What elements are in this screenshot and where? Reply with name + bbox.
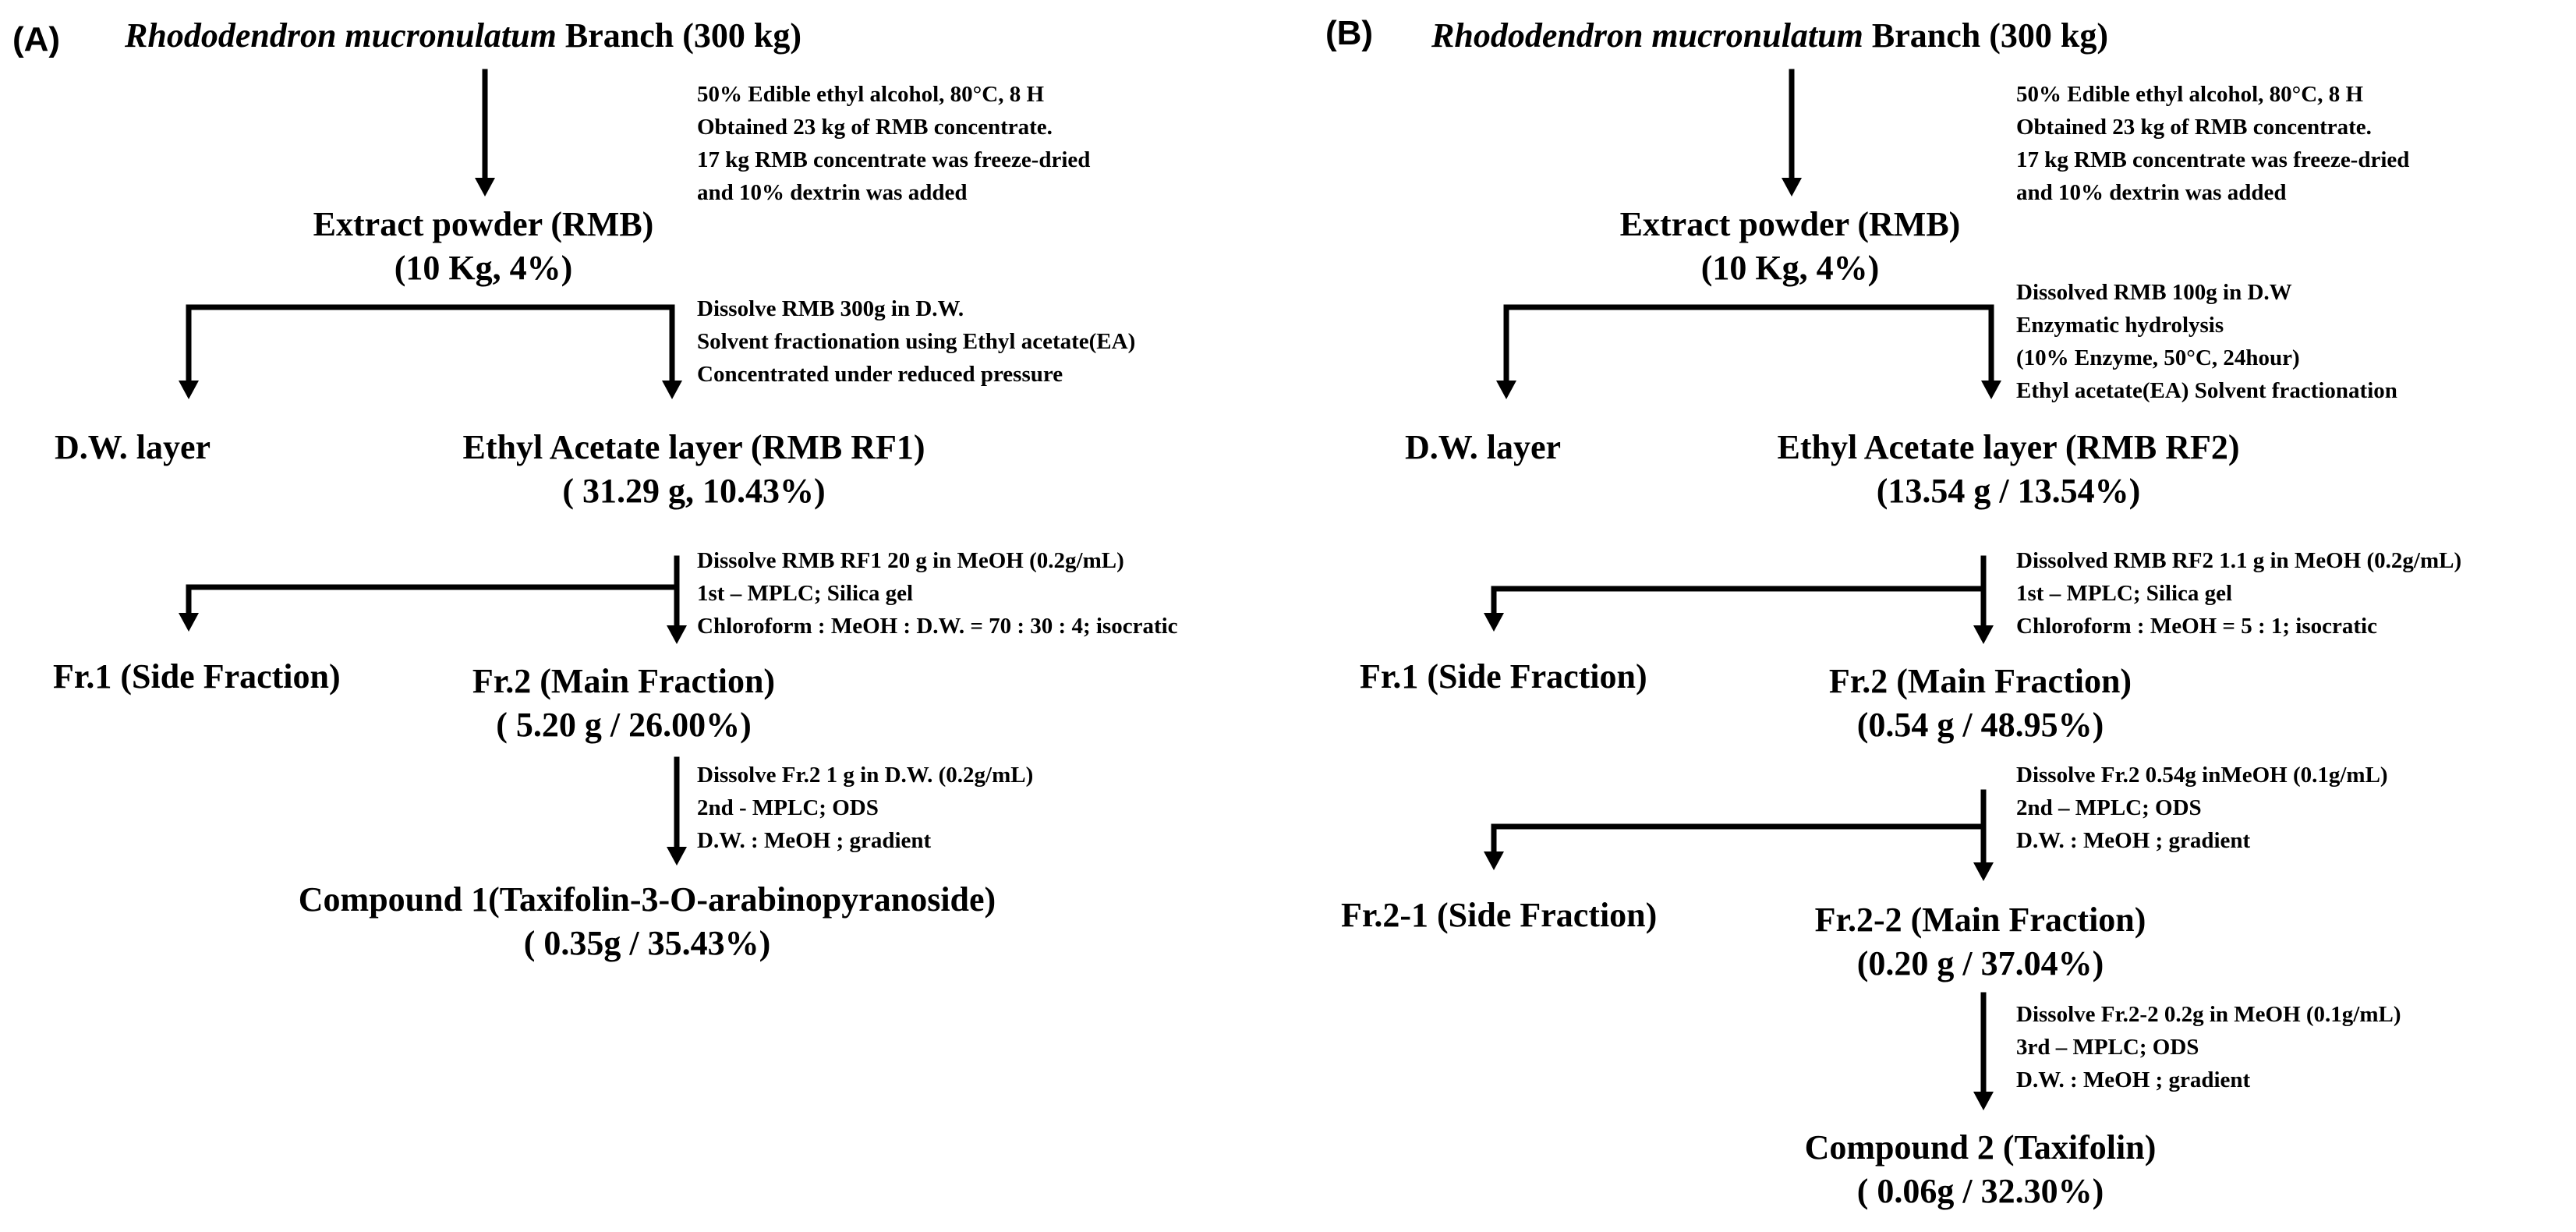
panel-b-ethyl-acetate-layer-node: Ethyl Acetate layer (RMB RF2) (13.54 g /… xyxy=(1736,426,2281,513)
node-name: Compound 1(Taxifolin-3-O-arabinopyranosi… xyxy=(298,880,996,919)
node-name: Fr.2-2 (Main Fraction) xyxy=(1814,901,2146,939)
panel-b-species: Rhododendron mucronulatum xyxy=(1431,16,1863,55)
panel-b-source-title: Rhododendron mucronulatum Branch (300 kg… xyxy=(1431,14,2108,58)
node-yield: (13.54 g / 13.54%) xyxy=(1876,472,2141,510)
b-arrow-branch-to-extract-head xyxy=(1782,178,1802,196)
panel-a-fr2-node: Fr.2 (Main Fraction) ( 5.20 g / 26.00%) xyxy=(437,660,811,747)
node-name: Ethyl Acetate layer (RMB RF1) xyxy=(462,428,925,466)
a-arrow-branch-to-extract-head xyxy=(475,178,495,196)
b-split3-right-head xyxy=(1973,862,1994,881)
panel-a-mplc1-notes: Dissolve RMB RF1 20 g in MeOH (0.2g/mL) … xyxy=(697,544,1178,643)
node-name: Fr.2 (Main Fraction) xyxy=(472,662,776,700)
note-line: 3rd – MPLC; ODS xyxy=(2016,1035,2199,1060)
note-line: 17 kg RMB concentrate was freeze-dried xyxy=(697,147,1091,172)
note-line: Dissolve RMB RF1 20 g in MeOH (0.2g/mL) xyxy=(697,548,1124,573)
panel-a-mplc2-notes: Dissolve Fr.2 1 g in D.W. (0.2g/mL) 2nd … xyxy=(697,759,1033,857)
b-arrow-fr22-to-compound-head xyxy=(1973,1092,1994,1110)
panel-a-source-title: Rhododendron mucronulatum Branch (300 kg… xyxy=(125,14,801,58)
node-yield: (0.54 g / 48.95%) xyxy=(1856,706,2104,744)
panel-a-extraction-notes: 50% Edible ethyl alcohol, 80°C, 8 H Obta… xyxy=(697,78,1090,209)
note-line: Ethyl acetate(EA) Solvent fractionation xyxy=(2016,378,2397,403)
note-line: 2nd - MPLC; ODS xyxy=(697,795,879,820)
note-line: Dissolved RMB RF2 1.1 g in MeOH (0.2g/mL… xyxy=(2016,548,2462,573)
panel-b-fr2-node: Fr.2 (Main Fraction) (0.54 g / 48.95%) xyxy=(1793,660,2167,747)
note-line: 1st – MPLC; Silica gel xyxy=(2016,581,2233,606)
panel-a-extract-powder-node: Extract powder (RMB) (10 Kg, 4%) xyxy=(249,203,717,290)
note-line: Dissolve Fr.2 0.54g inMeOH (0.1g/mL) xyxy=(2016,763,2388,788)
note-line: 50% Edible ethyl alcohol, 80°C, 8 H xyxy=(697,82,1045,107)
panel-a-fr1-node: Fr.1 (Side Fraction) xyxy=(53,657,341,696)
panel-a-ethyl-acetate-layer-node: Ethyl Acetate layer (RMB RF1) ( 31.29 g,… xyxy=(421,426,967,513)
note-line: Chloroform : MeOH = 5 : 1; isocratic xyxy=(2016,614,2377,639)
panel-b-compound-2-node: Compound 2 (Taxifolin) ( 0.06g / 32.30%) xyxy=(1746,1126,2214,1213)
note-line: 1st – MPLC; Silica gel xyxy=(697,581,914,606)
note-line: and 10% dextrin was added xyxy=(2016,180,2287,205)
note-line: Chloroform : MeOH : D.W. = 70 : 30 : 4; … xyxy=(697,614,1178,639)
node-name: Ethyl Acetate layer (RMB RF2) xyxy=(1777,428,2240,466)
panel-b-extract-powder-node: Extract powder (RMB) (10 Kg, 4%) xyxy=(1556,203,2024,290)
panel-b-fr2-2-node: Fr.2-2 (Main Fraction) (0.20 g / 37.04%) xyxy=(1778,898,2183,986)
note-line: 17 kg RMB concentrate was freeze-dried xyxy=(2016,147,2410,172)
note-line: Dissolved RMB 100g in D.W xyxy=(2016,280,2292,305)
node-yield: ( 31.29 g, 10.43%) xyxy=(562,472,826,510)
panel-a-species: Rhododendron mucronulatum xyxy=(125,16,557,55)
b-split3-left-head xyxy=(1484,851,1504,870)
panel-b-dw-layer-node: D.W. layer xyxy=(1405,428,1562,466)
note-line: 2nd – MPLC; ODS xyxy=(2016,795,2202,820)
note-line: Enzymatic hydrolysis xyxy=(2016,313,2224,338)
a-split1-left-head xyxy=(179,381,199,399)
node-name: Compound 2 (Taxifolin) xyxy=(1804,1128,2157,1167)
panel-b-extraction-notes: 50% Edible ethyl alcohol, 80°C, 8 H Obta… xyxy=(2016,78,2409,209)
node-name: Fr.2 (Main Fraction) xyxy=(1828,662,2132,700)
b-split1-right-head xyxy=(1981,381,2001,399)
note-line: 50% Edible ethyl alcohol, 80°C, 8 H xyxy=(2016,82,2364,107)
node-yield: (10 Kg, 4%) xyxy=(394,249,573,287)
panel-b-fr2-1-node: Fr.2-1 (Side Fraction) xyxy=(1341,896,1658,934)
a-split2-left-head xyxy=(179,613,199,632)
b-split2-right-head xyxy=(1973,625,1994,644)
b-split2-left-head xyxy=(1484,613,1504,632)
node-name: Extract powder (RMB) xyxy=(313,205,654,243)
note-line: D.W. : MeOH ; gradient xyxy=(697,828,932,853)
a-arrow-fr2-to-compound-head xyxy=(667,847,687,866)
panel-a-branch-amount: Branch (300 kg) xyxy=(556,16,801,55)
note-line: (10% Enzyme, 50°C, 24hour) xyxy=(2016,345,2300,370)
note-line: and 10% dextrin was added xyxy=(697,180,968,205)
panel-a-label: (A) xyxy=(12,20,61,58)
panel-b-label: (B) xyxy=(1325,14,1374,52)
panel-b-branch-amount: Branch (300 kg) xyxy=(1863,16,2108,55)
panel-a-compound-1-node: Compound 1(Taxifolin-3-O-arabinopyranosi… xyxy=(257,878,1037,965)
node-yield: ( 0.35g / 35.43%) xyxy=(523,924,771,962)
note-line: Obtained 23 kg of RMB concentrate. xyxy=(697,115,1053,140)
panel-b-mplc2-notes: Dissolve Fr.2 0.54g inMeOH (0.1g/mL) 2nd… xyxy=(2016,759,2388,857)
note-line: D.W. : MeOH ; gradient xyxy=(2016,1067,2251,1092)
a-split2-right-head xyxy=(667,625,687,644)
a-split1-right-head xyxy=(662,381,682,399)
node-yield: (10 Kg, 4%) xyxy=(1700,249,1880,287)
b-split1-left-head xyxy=(1496,381,1516,399)
note-line: Dissolve RMB 300g in D.W. xyxy=(697,296,964,321)
panel-b-fr1-node: Fr.1 (Side Fraction) xyxy=(1360,657,1647,696)
node-yield: (0.20 g / 37.04%) xyxy=(1856,944,2104,982)
note-line: Dissolve Fr.2-2 0.2g in MeOH (0.1g/mL) xyxy=(2016,1002,2401,1027)
node-yield: ( 0.06g / 32.30%) xyxy=(1856,1172,2104,1210)
panel-b-mplc3-notes: Dissolve Fr.2-2 0.2g in MeOH (0.1g/mL) 3… xyxy=(2016,998,2401,1096)
panel-a-dw-layer-node: D.W. layer xyxy=(55,428,211,466)
note-line: Concentrated under reduced pressure xyxy=(697,362,1063,387)
panel-b-hydrolysis-notes: Dissolved RMB 100g in D.W Enzymatic hydr… xyxy=(2016,276,2397,407)
note-line: Dissolve Fr.2 1 g in D.W. (0.2g/mL) xyxy=(697,763,1034,788)
note-line: D.W. : MeOH ; gradient xyxy=(2016,828,2251,853)
note-line: Solvent fractionation using Ethyl acetat… xyxy=(697,329,1136,354)
panel-b-mplc1-notes: Dissolved RMB RF2 1.1 g in MeOH (0.2g/mL… xyxy=(2016,544,2461,643)
note-line: Obtained 23 kg of RMB concentrate. xyxy=(2016,115,2372,140)
node-name: Extract powder (RMB) xyxy=(1619,205,1961,243)
panel-a-fractionation-notes: Dissolve RMB 300g in D.W. Solvent fracti… xyxy=(697,292,1135,391)
node-yield: ( 5.20 g / 26.00%) xyxy=(496,706,752,744)
